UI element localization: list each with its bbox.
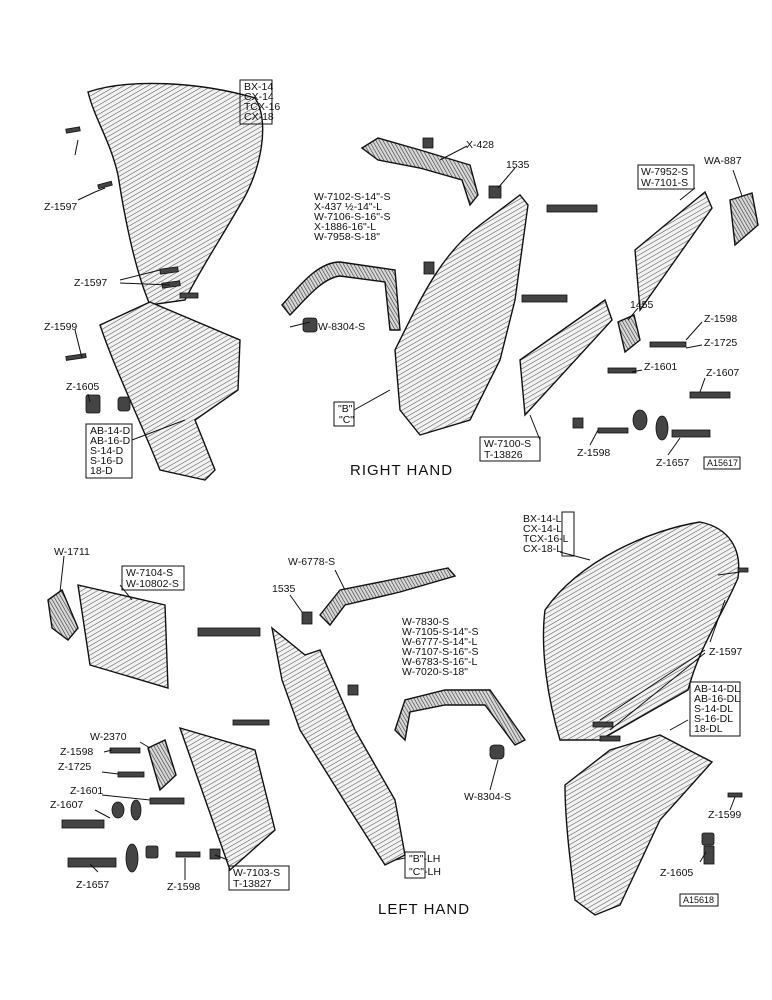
rh-bolt-z1598-a: Z-1598 <box>704 313 737 325</box>
lh-bolt-z1597: Z-1597 <box>709 646 742 658</box>
rh-bolt-z1598-b: Z-1598 <box>577 447 610 459</box>
rh-bolt-z1725: Z-1725 <box>704 337 737 349</box>
rh-share-model-1: AB-16-D <box>90 435 131 447</box>
rh-title: RIGHT HAND <box>350 462 453 479</box>
rh-bolt-z1601: Z-1601 <box>644 361 677 373</box>
lh-rod-model-1: W-7105-S-14"-S <box>402 626 478 638</box>
lh-title: LEFT HAND <box>378 901 470 918</box>
rh-heel <box>729 192 759 247</box>
rh-share-model-4: 18-D <box>90 465 113 477</box>
rh-share-model-3: S-16-D <box>90 455 124 467</box>
lh-moldboard-model-3: CX-18-L <box>523 543 562 555</box>
rh-rod-model-3: X-1886-16"-L <box>314 221 376 233</box>
lh-share-model-2: S-14-DL <box>694 703 733 715</box>
lh-heel-2370: W-2370 <box>90 731 127 743</box>
rh-ref-code: A15617 <box>707 458 738 468</box>
rh-brace <box>360 137 479 207</box>
lh-heel-2370 <box>147 739 177 792</box>
rh-share <box>99 301 241 481</box>
rh-landside <box>634 190 713 312</box>
lh-landside <box>77 584 169 689</box>
rh-rod <box>281 261 401 331</box>
lh-bolt-z1607: Z-1607 <box>50 799 83 811</box>
lh-bolt-z1657: Z-1657 <box>76 879 109 891</box>
rh-moldboard-model-0: BX-14 <box>244 81 273 93</box>
lh-bolt-z1598-a: Z-1598 <box>60 746 93 758</box>
rh-rod-model-2: W-7106-S-16"-S <box>314 211 390 223</box>
rh-plate-model-0: W-7100-S <box>484 438 531 450</box>
lh-landside-model-1: W-10802-S <box>126 578 179 590</box>
rh-share-model-2: S-14-D <box>90 445 124 457</box>
lh-rod-model-4: W-6783-S-16"-L <box>402 656 477 668</box>
rh-nut-1535: 1535 <box>506 159 530 171</box>
lh-brace <box>319 567 457 627</box>
rh-frog-code-1: "C" <box>339 414 354 426</box>
lh-heel <box>47 588 79 641</box>
rh-bolt-z1599: Z-1599 <box>44 321 77 333</box>
rh-bolt-z1597-b: Z-1597 <box>74 277 107 289</box>
lh-plate-model-0: W-7103-S <box>233 867 280 879</box>
lh-bolt-z1725: Z-1725 <box>58 761 91 773</box>
lh-ref-code: A15618 <box>683 895 714 905</box>
rh-bolt-z1597-a: Z-1597 <box>44 201 77 213</box>
lh-clip: W-8304-S <box>464 791 511 803</box>
rh-frog <box>394 194 529 436</box>
rh-landside-model-1: W-7101-S <box>641 177 688 189</box>
lh-heel-label: W-1711 <box>54 546 90 558</box>
lh-rod-model-0: W-7830-S <box>402 616 449 628</box>
rh-moldboard <box>87 82 264 306</box>
lh-moldboard-model-1: CX-14-L <box>523 523 562 535</box>
lh-brace-label: W-6778-S <box>288 556 335 568</box>
lh-plate-model-1: T-13827 <box>233 878 272 890</box>
rh-heel-1455: 1455 <box>630 299 654 311</box>
rh-moldboard-model-2: TCX-16 <box>244 101 280 113</box>
rh-heel: WA-887 <box>704 155 742 167</box>
lh-bolt-z1605: Z-1605 <box>660 867 693 879</box>
lh-rod-model-3: W-7107-S-16"-S <box>402 646 478 658</box>
lh-bolt-z1601: Z-1601 <box>70 785 103 797</box>
rh-brace-label: X-428 <box>466 139 494 151</box>
rh-moldboard-model-3: CX-18 <box>244 111 274 123</box>
rh-rod-model-0: W-7102-S-14"-S <box>314 191 390 203</box>
lh-moldboard-model-0: BX-14-L <box>523 513 562 525</box>
right-hand-group: BX-14 CX-14 TCX-16 CX-18 Z-1597 Z-1597 Z… <box>44 79 759 481</box>
lh-landside-model-0: W-7104-S <box>126 567 173 579</box>
lh-share-model-0: AB-14-DL <box>694 683 740 695</box>
lh-share-model-4: 18-DL <box>694 723 723 735</box>
rh-rod-model-4: W-7958-S-18" <box>314 231 380 243</box>
rh-landside-model-0: W-7952-S <box>641 166 688 178</box>
rh-frog-code-0: "B" <box>338 403 353 415</box>
lh-bolt-z1599: Z-1599 <box>708 809 741 821</box>
rh-bolt-z1605: Z-1605 <box>66 381 99 393</box>
rh-bolt-z1607: Z-1607 <box>706 367 739 379</box>
rh-bolt-z1657: Z-1657 <box>656 457 689 469</box>
lh-rod-model-2: W-6777-S-14"-L <box>402 636 477 648</box>
lh-moldboard <box>542 521 740 741</box>
rh-bolts-upper <box>65 126 199 414</box>
rh-plate-model-1: T-13826 <box>484 449 523 461</box>
lh-plate <box>178 726 276 872</box>
lh-nut-1535: 1535 <box>272 583 296 595</box>
rh-moldboard-model-1: CX-14 <box>244 91 274 103</box>
lh-moldboard-model-2: TCX-16-L <box>523 533 569 545</box>
lh-share <box>564 734 714 916</box>
lh-frog <box>270 626 406 866</box>
lh-rod-model-5: W-7020-S-18" <box>402 666 468 678</box>
lh-share-model-1: AB-16-DL <box>694 693 740 705</box>
rh-rod-model-1: X-437 ½-14"-L <box>314 201 382 213</box>
lh-rod <box>394 689 527 746</box>
rh-clip: W-8304-S <box>318 321 365 333</box>
lh-bolt-z1598-b: Z-1598 <box>167 881 200 893</box>
rh-plate <box>519 298 613 417</box>
left-hand-group: W-1711 W-7104-S W-10802-S W-6778-S 1535 … <box>47 511 749 918</box>
rh-share-model-0: AB-14-D <box>90 425 131 437</box>
lh-share-model-3: S-16-DL <box>694 713 733 725</box>
rh-heel-1455 <box>617 314 641 354</box>
